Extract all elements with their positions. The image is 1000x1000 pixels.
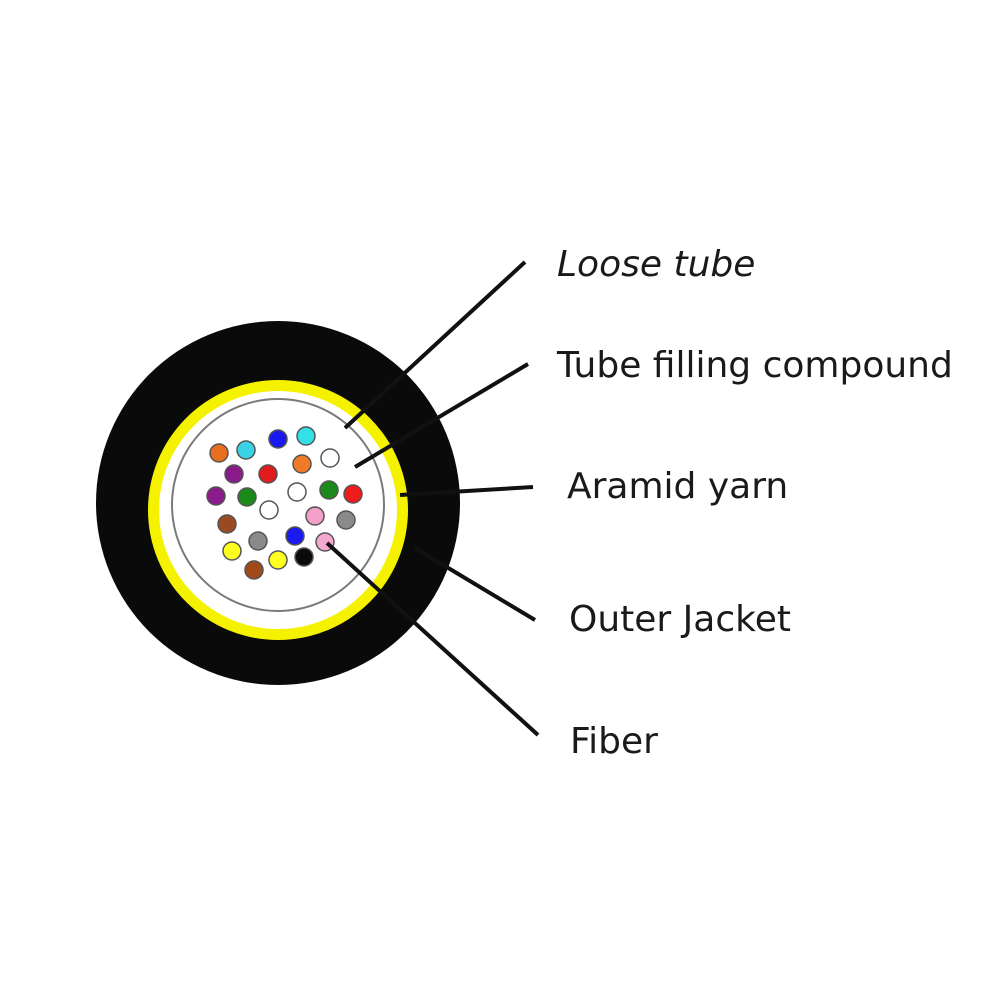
leader-line-outer-jacket [413,546,537,622]
fiber-strand [336,510,356,530]
fiber-strand [268,429,288,449]
fiber-strand [259,500,279,520]
fiber-strand [305,506,325,526]
fiber-strand [287,482,307,502]
fiber-strand [268,550,288,570]
fiber-strand [237,487,257,507]
fiber-strand [224,464,244,484]
fiber-strand [217,514,237,534]
fiber-strand [285,526,305,546]
fiber-strand [222,541,242,561]
leader-line-fiber [325,541,540,737]
fiber-strand [206,486,226,506]
label-loose-tube: Loose tube [557,244,756,285]
loose-tube-outline [171,398,385,612]
fiber-strand [296,426,316,446]
leader-line-tube-filling-compound [353,362,530,469]
fiber-strand [343,484,363,504]
fiber-strand [292,454,312,474]
leader-lines [325,260,540,737]
label-fiber: Fiber [570,721,658,762]
fiber-strand [320,448,340,468]
fiber-strand [258,464,278,484]
fiber-strand [294,547,314,567]
fiber-strand [244,560,264,580]
label-tube-filling-compound: Tube filling compound [557,345,953,386]
leader-line-loose-tube [343,260,527,430]
fiber-strand [248,531,268,551]
label-aramid-yarn: Aramid yarn [567,466,789,507]
fiber-strand [319,480,339,500]
fiber-bundle [206,426,363,580]
fiber-strand [209,443,229,463]
fiber-strand [236,440,256,460]
leader-line-aramid-yarn [399,485,534,497]
label-outer-jacket: Outer Jacket [569,599,791,640]
